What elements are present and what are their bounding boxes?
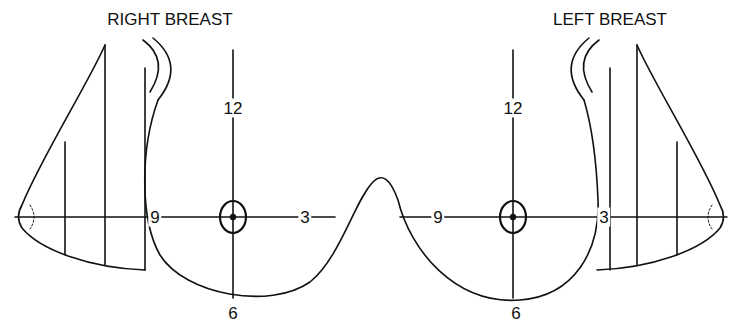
profile-grid-line xyxy=(104,45,106,265)
vertical-axis xyxy=(512,50,514,298)
clock-position: 6 xyxy=(511,305,520,322)
armpit-arc xyxy=(143,40,159,92)
breast-title: LEFT BREAST xyxy=(553,11,667,28)
breast-title: RIGHT BREAST xyxy=(107,11,232,28)
profile-grid-line xyxy=(609,68,611,270)
clock-position: 3 xyxy=(597,208,610,227)
clock-position: 9 xyxy=(148,208,161,227)
armpit-arc xyxy=(153,38,171,100)
left-side-profile xyxy=(597,45,724,270)
armpit-arc xyxy=(571,38,589,100)
areola xyxy=(500,201,526,233)
horizontal-axis xyxy=(15,216,335,218)
nipple-dot xyxy=(510,214,516,220)
clock-position: 12 xyxy=(502,99,525,118)
horizontal-axis xyxy=(400,216,727,218)
nipple-dot xyxy=(230,214,236,220)
front-outline xyxy=(145,100,598,300)
areola xyxy=(220,201,246,233)
profile-grid-line xyxy=(636,45,638,265)
vertical-axis xyxy=(232,50,234,298)
clock-position: 9 xyxy=(431,208,444,227)
profile-grid-line xyxy=(64,142,66,254)
profile-grid-line xyxy=(676,142,678,254)
clock-position: 12 xyxy=(222,99,245,118)
right-side-profile xyxy=(19,45,146,270)
clock-position: 3 xyxy=(298,208,311,227)
clock-position: 6 xyxy=(228,305,237,322)
armpit-arc xyxy=(583,40,599,92)
